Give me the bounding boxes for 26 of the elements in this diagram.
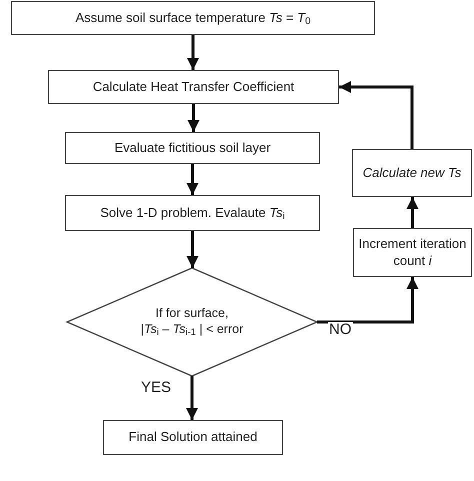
process-box xyxy=(103,420,283,455)
edge-label: YES xyxy=(140,380,172,395)
node-text: Assume soil surface temperature Ts = T$_{0}$ xyxy=(74,10,312,26)
process-box xyxy=(65,132,320,164)
arrow xyxy=(186,376,198,420)
node-text: Calculate new Ts xyxy=(362,164,462,182)
node-text: Calculate Heat Transfer Coefficient xyxy=(92,78,296,96)
arrow xyxy=(187,35,199,70)
process-box xyxy=(352,149,472,197)
node-text: Solve 1-D problem. Evalaute Ts$_{i}$ xyxy=(99,204,286,222)
process-box xyxy=(11,1,375,35)
arrow xyxy=(188,104,200,132)
process-box xyxy=(65,195,320,231)
arrow xyxy=(406,197,418,228)
arrow xyxy=(186,231,198,268)
arrow xyxy=(186,164,198,195)
arrow xyxy=(339,81,414,149)
arrow xyxy=(317,277,418,324)
decision-diamond xyxy=(65,267,319,377)
node-text: If for surface, |Ts$_{i}$ – Ts$_{i-1}$ | < error xyxy=(140,306,244,338)
node-text: Final Solution attained xyxy=(128,429,258,446)
edge-label: NO xyxy=(328,322,352,337)
node-text: Increment iteration count i xyxy=(358,236,468,269)
process-box xyxy=(353,228,472,277)
process-box xyxy=(48,70,339,104)
node-text: Evaluate fictitious soil layer xyxy=(113,140,272,156)
